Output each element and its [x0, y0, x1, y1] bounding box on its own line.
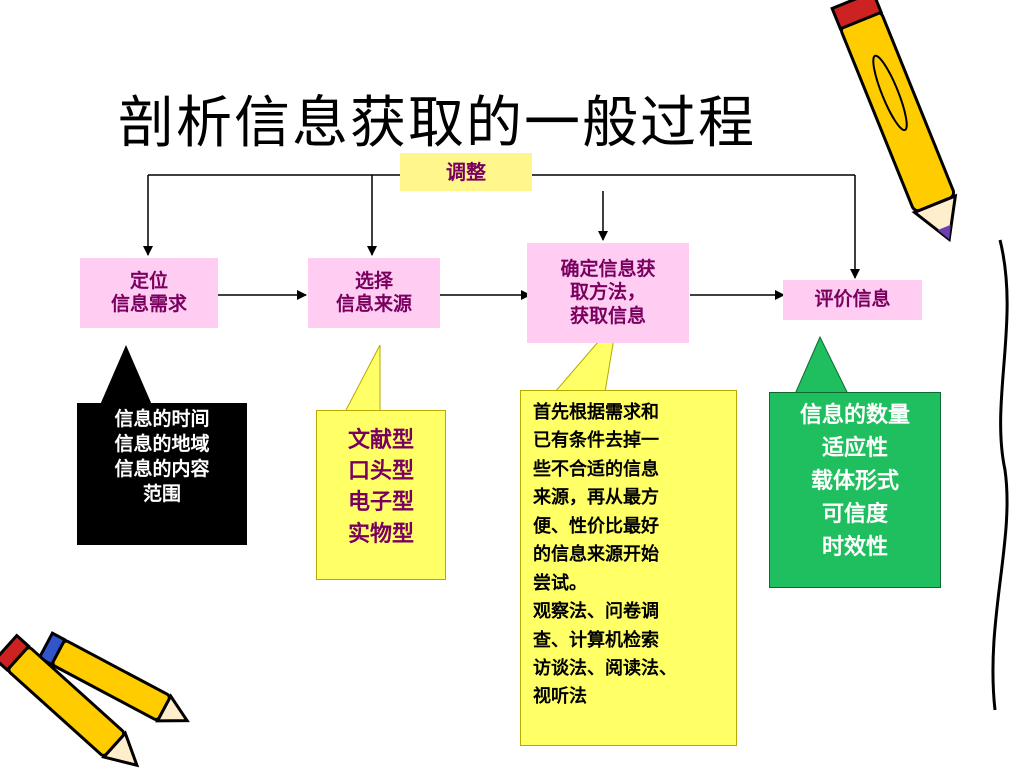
callout-line: 信息的地域 — [114, 433, 210, 456]
source-callout: 文献型 口头型 电子型 实物型 — [316, 410, 446, 580]
callout-line: 已有条件去掉一 — [533, 430, 659, 452]
step-line: 选择 — [354, 269, 393, 292]
callout-line: 信息的时间 — [114, 408, 210, 430]
callout-line: 查、计算机检索 — [533, 629, 659, 651]
callout-line: 访谈法、阅读法、 — [533, 657, 677, 679]
callout-line: 电子型 — [347, 490, 414, 516]
method-callout: 首先根据需求和 已有条件去掉一 些不合适的信息 来源，再从最方 便、性价比最好 … — [520, 390, 737, 746]
callout-line: 可信度 — [821, 502, 888, 527]
slide-title: 剖析信息获取的一般过程 — [118, 91, 756, 156]
pencil-icon — [37, 631, 190, 723]
step-line: 获取信息 — [569, 304, 646, 327]
adjust-label: 调整 — [446, 159, 486, 184]
callout-line: 载体形式 — [810, 469, 899, 494]
callout-line: 口头型 — [347, 459, 414, 485]
adjust-box: 调整 — [400, 153, 532, 191]
callout-line: 视听法 — [533, 686, 587, 708]
need-callout-tail — [100, 345, 152, 405]
callout-line: 尝试。 — [533, 572, 587, 594]
step-locate-need: 定位 信息需求 — [80, 258, 218, 328]
pencil-icon — [830, 0, 958, 243]
step-line: 信息来源 — [335, 293, 412, 315]
source-callout-tail — [344, 344, 381, 413]
evaluate-callout: 信息的数量 适应性 载体形式 可信度 时效性 — [769, 392, 941, 588]
need-callout: 信息的时间 信息的地域 信息的内容 范围 — [77, 403, 247, 545]
pencil-icon — [0, 633, 140, 768]
step-line: 评价信息 — [814, 288, 891, 311]
step-line: 信息需求 — [110, 293, 187, 315]
callout-line: 些不合适的信息 — [533, 458, 659, 480]
scribble-line — [991, 239, 1009, 711]
callout-line: 首先根据需求和 — [533, 402, 659, 423]
step-get-information: 确定信息获 取方法， 获取信息 — [527, 243, 689, 343]
callout-line: 便、性价比最好 — [533, 515, 659, 537]
step-line: 定位 — [129, 269, 168, 292]
callout-line: 文献型 — [347, 428, 414, 453]
step-line: 确定信息获 — [560, 258, 656, 281]
callout-line: 来源，再从最方 — [533, 487, 659, 509]
callout-line: 适应性 — [821, 436, 888, 461]
step-evaluate-information: 评价信息 — [783, 280, 922, 320]
callout-line: 观察法、问卷调 — [533, 601, 659, 623]
callout-line: 的信息来源开始 — [533, 544, 659, 566]
callout-line: 信息的内容 — [114, 458, 210, 481]
callout-line: 信息的数量 — [799, 403, 910, 428]
callout-line: 实物型 — [347, 521, 414, 547]
callout-line: 范围 — [142, 483, 181, 506]
step-line: 取方法， — [569, 281, 646, 304]
evaluate-callout-tail — [794, 335, 849, 395]
step-select-source: 选择 信息来源 — [308, 258, 440, 328]
callout-line: 时效性 — [821, 535, 888, 560]
